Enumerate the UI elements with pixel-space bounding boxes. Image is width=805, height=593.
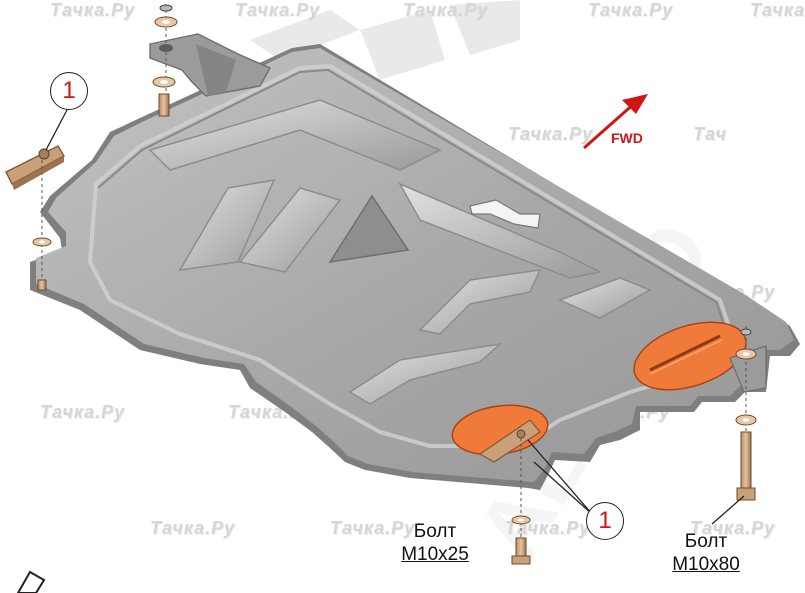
watermark-text: Тачка.Ру [588, 0, 674, 20]
bolt-m10x80 [729, 326, 767, 501]
mounting-bracket-top [149, 33, 271, 97]
watermark-text: Тачка.Ру [330, 518, 416, 538]
rib-triangle [328, 194, 410, 263]
watermark-text: Тачка.Ру [750, 0, 805, 20]
bolt-size: M10x25 [401, 544, 469, 565]
rib-center [418, 269, 542, 335]
bolt-name: Болт [684, 531, 728, 552]
rib-left [178, 179, 276, 271]
rib-center-left [238, 187, 342, 273]
watermark-text: Тачка.Ру [690, 518, 776, 538]
forward-arrow-icon [583, 94, 648, 150]
bolt-label-m10x80: Болт M10x80 [656, 530, 756, 576]
mounting-bracket-left [5, 145, 65, 190]
watermark-text: Тач [693, 124, 727, 144]
watermark-text: Тачка.Ру [508, 124, 594, 144]
callout-leaders [45, 107, 745, 525]
bolt-name: Болт [413, 521, 457, 542]
callout-1-top: 1 [50, 72, 88, 110]
watermark-text: Тачка.Ру [150, 518, 236, 538]
rib-diagonal-long [398, 182, 603, 279]
service-hatch-right [633, 321, 747, 391]
bolt-m10x25 [511, 438, 531, 565]
plate-surface [36, 48, 794, 482]
corner-logo-icon [16, 570, 46, 593]
rib-lower [348, 342, 503, 405]
skid-plate [30, 44, 800, 490]
bolt-stack-left [32, 160, 52, 291]
bolt-stack-top [152, 4, 178, 117]
drain-slot [469, 199, 541, 229]
callout-1-bottom: 1 [586, 502, 624, 540]
watermark-text: Тачка.Ру [50, 0, 136, 20]
watermark-text: Тачка.Ру [40, 402, 126, 422]
rib-right [558, 277, 652, 319]
watermark-text: Тачка.Ру [235, 0, 321, 20]
service-hatch-bottom [451, 404, 549, 463]
fwd-label: FWD [611, 130, 643, 146]
bolt-size: M10x80 [672, 554, 740, 575]
rib-upper-long [148, 99, 442, 171]
bolt-label-m10x25: Болт M10x25 [385, 520, 485, 566]
